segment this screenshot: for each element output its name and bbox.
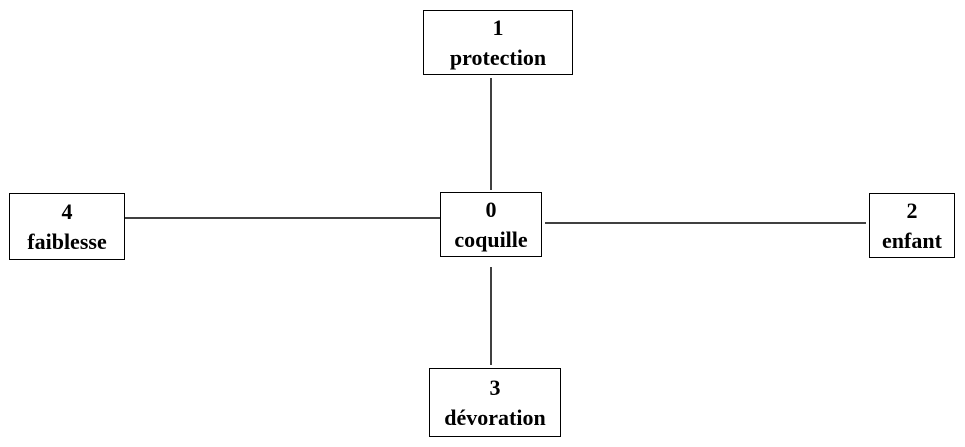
- node-number: 0: [485, 196, 497, 222]
- node-label: enfant: [882, 227, 942, 253]
- node-coquille: 0 coquille: [440, 192, 542, 257]
- node-label: protection: [449, 44, 547, 70]
- node-faiblesse: 4 faiblesse: [9, 193, 125, 260]
- node-label: dévoration: [444, 404, 546, 430]
- node-protection: 1 protection: [423, 10, 573, 75]
- node-number: 4: [61, 198, 73, 224]
- node-label: coquille: [454, 226, 528, 252]
- node-number: 2: [906, 197, 918, 223]
- node-number: 1: [492, 14, 504, 40]
- node-devoration: 3 dévoration: [429, 368, 561, 437]
- node-number: 3: [489, 374, 501, 400]
- node-label: faiblesse: [27, 228, 107, 254]
- node-enfant: 2 enfant: [869, 193, 955, 258]
